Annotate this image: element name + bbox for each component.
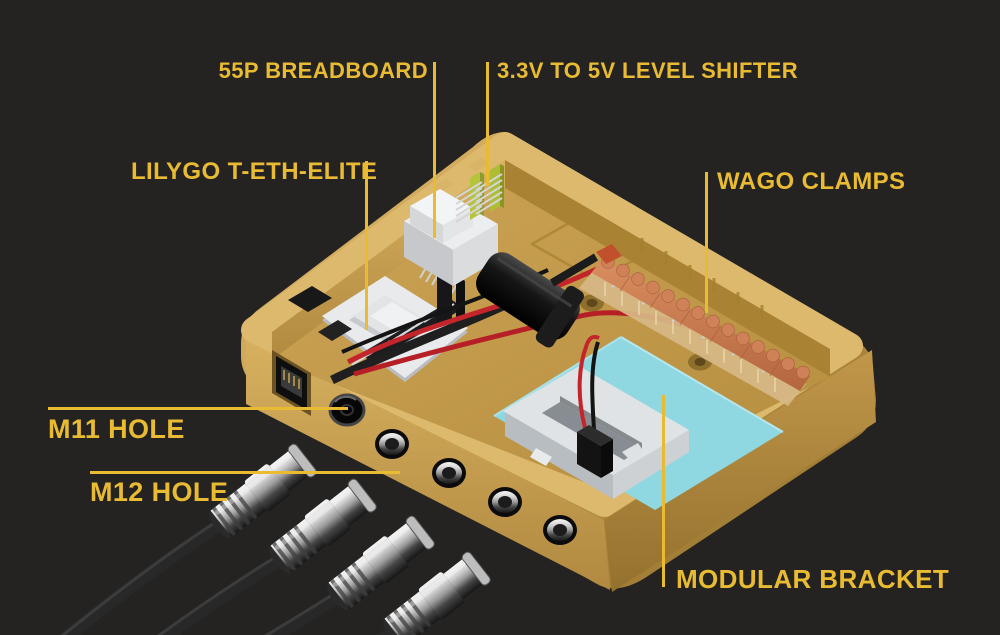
enclosure-right-wall [604, 350, 876, 592]
pcb-rj45-socket [288, 286, 332, 312]
m11-hole [328, 393, 366, 427]
label-level-shifter: 3.3V TO 5V LEVEL SHIFTER [497, 58, 798, 83]
label-55p-breadboard: 55P BREADBOARD [218, 58, 428, 83]
leader-line-m11 [48, 407, 348, 410]
label-wago-clamps: WAGO CLAMPS [717, 168, 906, 195]
cable-gland [269, 478, 377, 574]
cable-gland [209, 443, 317, 539]
cable-gland [383, 551, 491, 635]
modular-bracket [503, 334, 689, 499]
leader-line-breadboard [433, 62, 436, 238]
leader-line-controller [365, 161, 368, 330]
enclosure-rim [241, 132, 863, 517]
cable-grommet [476, 252, 584, 348]
m12-gland-stubs [375, 429, 577, 545]
leader-line-bracket [662, 395, 665, 587]
level-shifter-module [455, 164, 504, 223]
ethernet-port [272, 350, 311, 416]
wago-clamp-strip [579, 244, 810, 406]
label-m11-hole: M11 HOLE [48, 414, 185, 444]
label-modular-bracket: MODULAR BRACKET [676, 564, 950, 594]
label-m12-hole: M12 HOLE [90, 477, 229, 507]
label-lilygo-t-eth-elite: LILYGO T-ETH-ELITE [131, 158, 378, 185]
m12-cables [58, 443, 491, 635]
cable-gland [327, 515, 435, 611]
leader-line-level-shifter [486, 62, 489, 186]
leader-line-m12 [90, 471, 400, 474]
leader-line-wago [705, 172, 708, 313]
